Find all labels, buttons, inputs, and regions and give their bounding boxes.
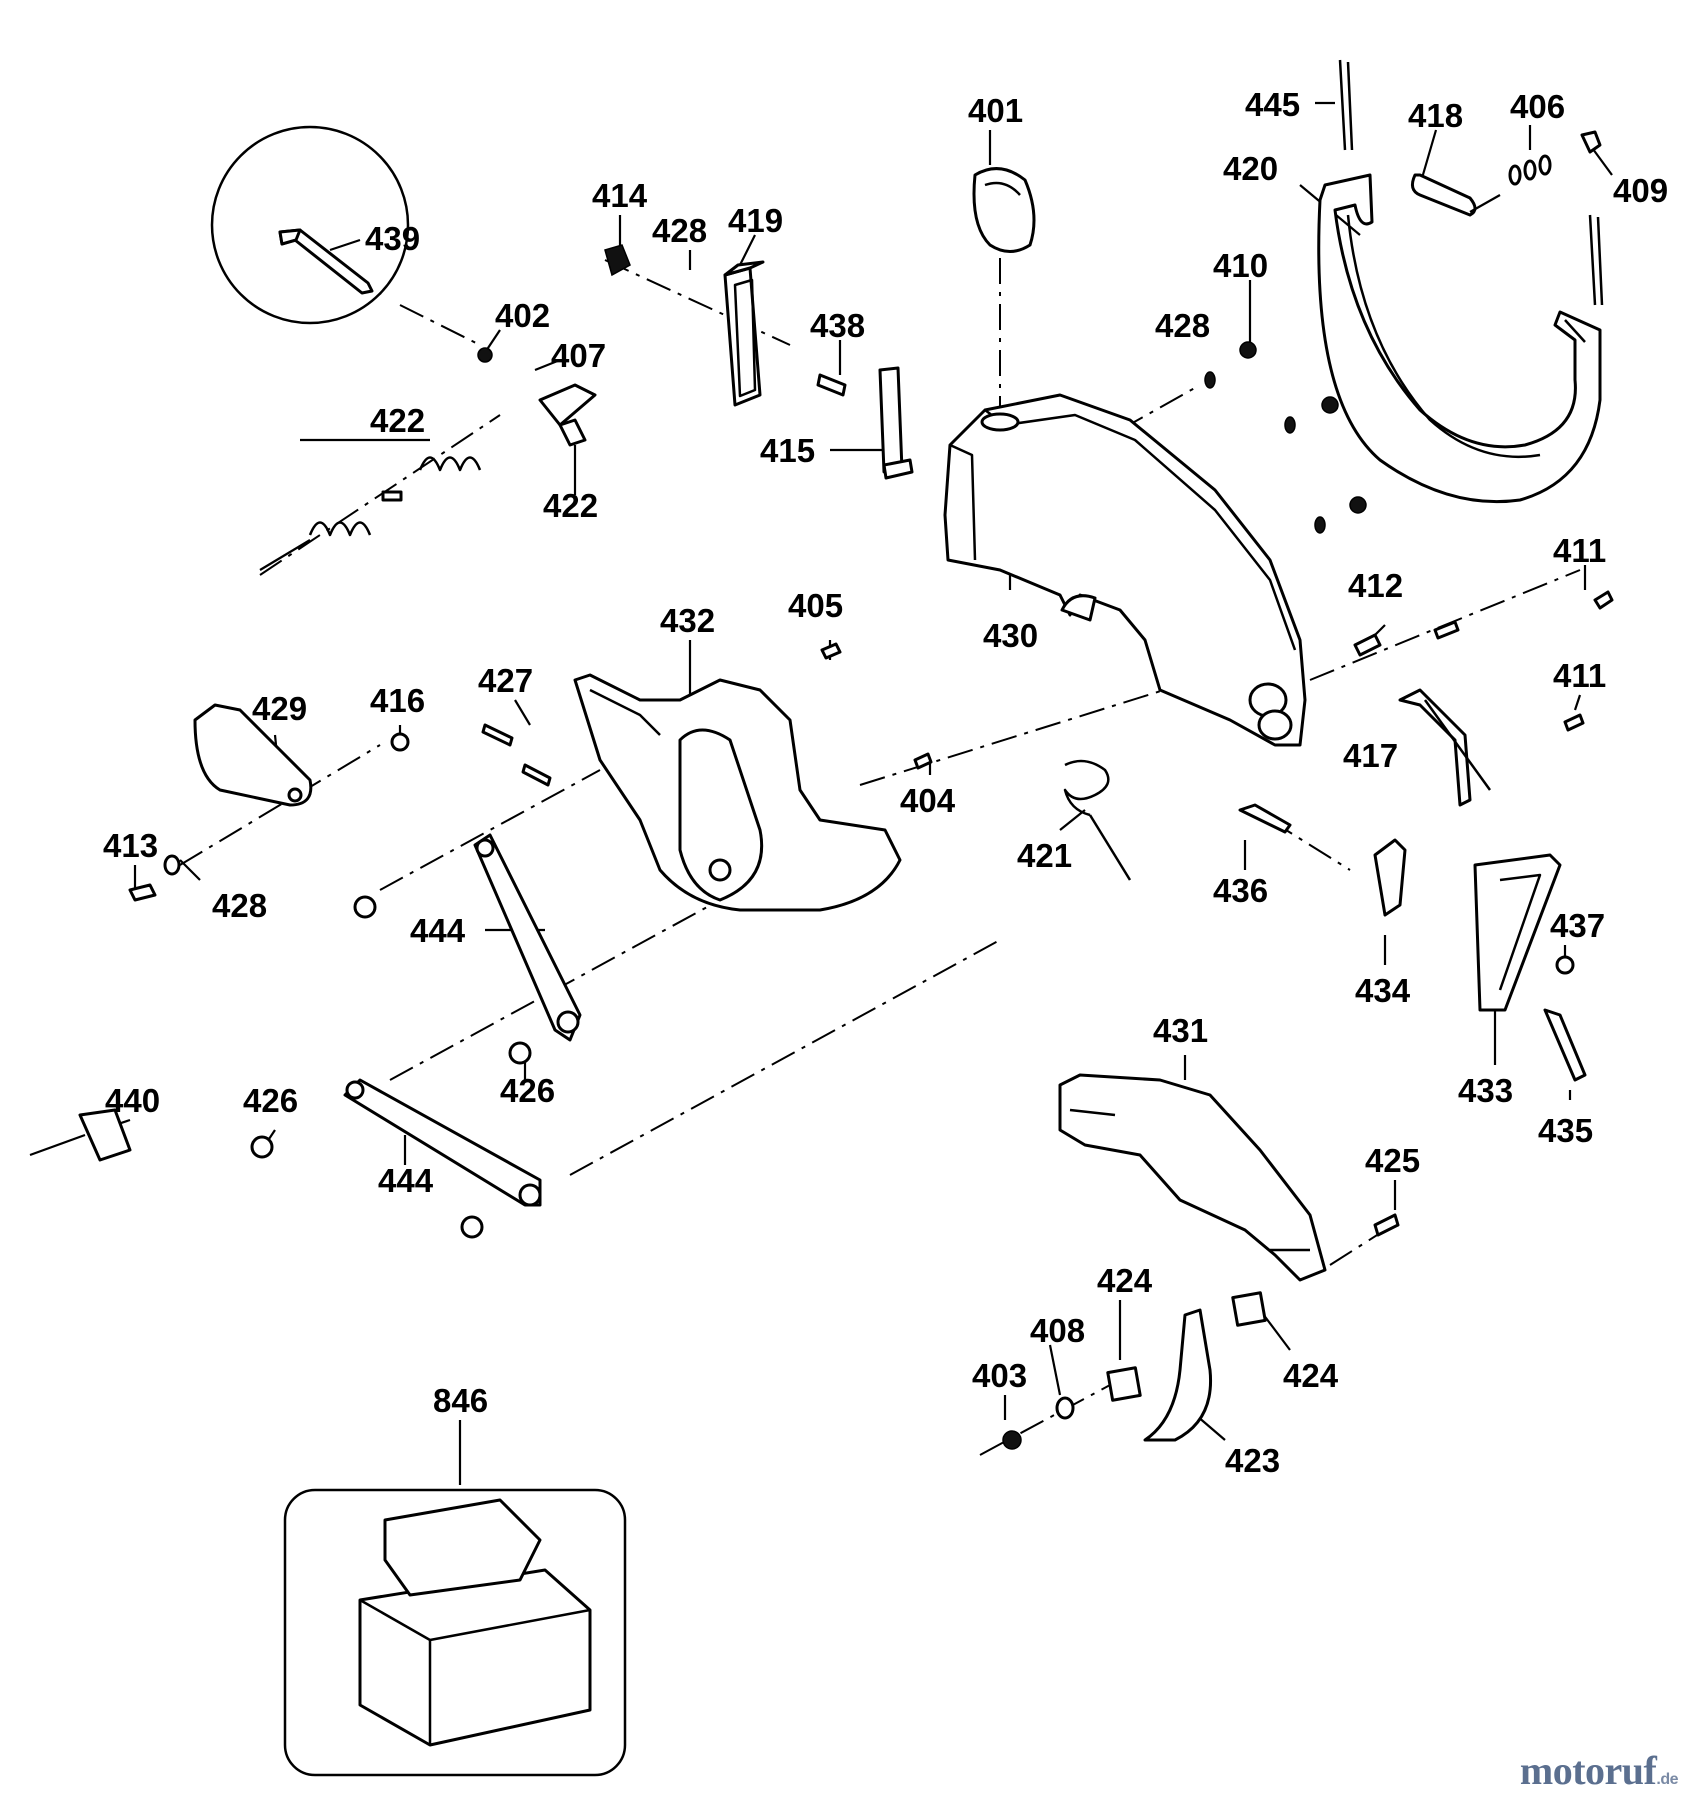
cap-401 <box>972 167 1036 253</box>
label-411-b: 411 <box>1553 657 1606 694</box>
label-433: 433 <box>1458 1072 1513 1109</box>
label-419: 419 <box>728 202 783 239</box>
label-428-a: 428 <box>652 212 707 249</box>
lower-guard-432 <box>573 673 902 912</box>
label-445: 445 <box>1245 86 1300 123</box>
label-444-a: 444 <box>410 912 466 949</box>
nut-416 <box>390 732 410 752</box>
pin-415 <box>878 366 914 480</box>
screw-425 <box>1373 1213 1400 1237</box>
watermark-main: motoruf <box>1519 1748 1657 1793</box>
plate-419 <box>723 260 765 407</box>
label-414: 414 <box>592 177 648 214</box>
label-431: 431 <box>1153 1012 1208 1049</box>
nut-403 <box>1002 1430 1022 1450</box>
clip-422 <box>538 383 597 447</box>
spring-423 <box>1143 1308 1213 1442</box>
label-439: 439 <box>365 220 420 257</box>
block-434 <box>1373 838 1407 917</box>
springs-422 <box>259 456 482 571</box>
label-428-b: 428 <box>1155 307 1210 344</box>
screws-410 <box>1204 341 1367 534</box>
label-407: 407 <box>551 337 606 374</box>
label-437: 437 <box>1550 907 1605 944</box>
label-413: 413 <box>103 827 158 864</box>
label-440: 440 <box>105 1082 160 1119</box>
label-422-b: 422 <box>543 487 598 524</box>
label-426-a: 426 <box>500 1072 555 1109</box>
label-426-b: 426 <box>243 1082 298 1119</box>
nut-437 <box>1555 955 1575 975</box>
upper-guard <box>943 393 1307 747</box>
label-408: 408 <box>1030 1312 1085 1349</box>
label-428-c: 428 <box>212 887 267 924</box>
watermark-logo: motoruf.de <box>1519 1747 1679 1794</box>
label-435: 435 <box>1538 1112 1593 1149</box>
label-401: 401 <box>968 92 1023 129</box>
label-412: 412 <box>1348 567 1403 604</box>
label-417: 417 <box>1343 737 1398 774</box>
label-421: 421 <box>1017 837 1072 874</box>
label-846: 846 <box>433 1382 488 1419</box>
label-444-b: 444 <box>378 1162 434 1199</box>
label-420: 420 <box>1223 150 1278 187</box>
label-418: 418 <box>1408 97 1463 134</box>
link-444-upper <box>473 833 582 1042</box>
nuts-426 <box>250 895 532 1239</box>
washer-428 <box>163 854 181 876</box>
screws-404-405 <box>820 642 933 770</box>
label-422-a: 422 <box>370 402 425 439</box>
label-410: 410 <box>1213 247 1268 284</box>
rail-433 <box>1473 853 1562 1012</box>
label-403: 403 <box>972 1357 1027 1394</box>
part-labels: 401 445 418 406 420 409 439 414 428 419 … <box>103 86 1668 1479</box>
clips-427 <box>481 723 552 787</box>
label-434: 434 <box>1355 972 1411 1009</box>
screw-409 <box>1580 130 1602 154</box>
label-429: 429 <box>252 690 307 727</box>
label-438: 438 <box>810 307 865 344</box>
label-416: 416 <box>370 682 425 719</box>
bolt-436 <box>1238 803 1292 834</box>
label-404: 404 <box>900 782 956 819</box>
screws-411-412 <box>1353 590 1614 732</box>
screw-413 <box>128 883 157 902</box>
label-409: 409 <box>1613 172 1668 209</box>
label-427: 427 <box>478 662 533 699</box>
label-424-b: 424 <box>1283 1357 1339 1394</box>
label-405: 405 <box>788 587 843 624</box>
washers-406 <box>1508 154 1552 186</box>
spring-445 <box>1338 59 1604 306</box>
link-444-lower <box>343 1078 542 1207</box>
guard-431 <box>1058 1073 1327 1282</box>
label-436: 436 <box>1213 872 1268 909</box>
label-415: 415 <box>760 432 815 469</box>
screw-438 <box>816 373 847 397</box>
pin-418 <box>1410 173 1501 217</box>
spring-421 <box>1063 759 1132 881</box>
screw-402 <box>477 347 493 363</box>
bracket-417 <box>1398 688 1492 807</box>
plates-424 <box>1106 1291 1267 1402</box>
label-430: 430 <box>983 617 1038 654</box>
label-411-a: 411 <box>1553 532 1606 569</box>
label-402: 402 <box>495 297 550 334</box>
allen-key-inset <box>210 125 410 325</box>
label-425: 425 <box>1365 1142 1420 1179</box>
watermark-tld: .de <box>1656 1771 1678 1788</box>
label-432: 432 <box>660 602 715 639</box>
label-406: 406 <box>1510 88 1565 125</box>
label-423: 423 <box>1225 1442 1280 1479</box>
plate-429 <box>193 703 313 807</box>
label-424-a: 424 <box>1097 1262 1153 1299</box>
box-846 <box>283 1488 627 1777</box>
guard-bracket-420 <box>1317 173 1602 504</box>
lever-435 <box>1543 1008 1587 1082</box>
knob-414 <box>604 244 631 277</box>
wrench-440 <box>29 1108 132 1162</box>
washer-408 <box>1055 1396 1075 1420</box>
